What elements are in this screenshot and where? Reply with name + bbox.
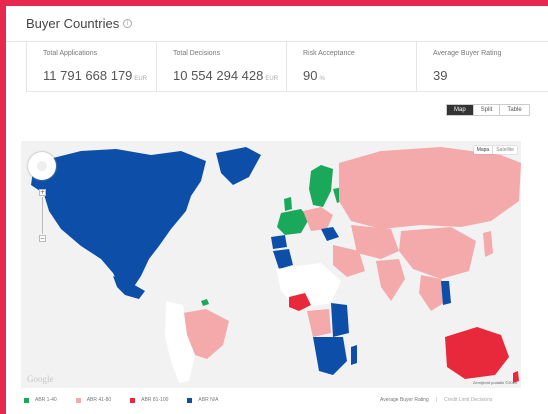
view-table-button[interactable]: Table bbox=[499, 105, 529, 115]
country-new-zealand[interactable] bbox=[513, 371, 519, 383]
zoom-out-button[interactable]: − bbox=[39, 235, 46, 242]
country-iberia[interactable] bbox=[271, 235, 287, 249]
legend-swatch bbox=[24, 397, 29, 403]
country-australia[interactable] bbox=[445, 327, 509, 379]
country-south-america-west[interactable] bbox=[165, 301, 195, 383]
page-title: Buyer Countries bbox=[26, 16, 120, 31]
country-western-europe[interactable] bbox=[277, 209, 309, 235]
metric-average-buyer-rating-link[interactable]: Average Buyer Rating bbox=[380, 397, 429, 403]
country-scandinavia[interactable] bbox=[309, 165, 333, 207]
legend-label: ABR 41-80 bbox=[86, 397, 112, 403]
view-toggle: Map Split Table bbox=[446, 104, 530, 116]
info-icon[interactable]: i bbox=[123, 19, 133, 28]
country-eastern-europe[interactable] bbox=[321, 227, 339, 241]
metric-credit-limit-decisions-link[interactable]: Credit Limit Decisions bbox=[444, 397, 493, 403]
stat-value: 90% bbox=[303, 68, 325, 83]
country-north-america[interactable] bbox=[41, 149, 206, 291]
legend-item-abr-1-40: ABR 1-40 bbox=[24, 397, 57, 403]
stat-average-buyer-rating: Average Buyer Rating 39 bbox=[416, 42, 546, 91]
view-split-button[interactable]: Split bbox=[472, 105, 500, 115]
country-central-europe[interactable] bbox=[303, 207, 333, 231]
metric-switch: Average Buyer Rating | Credit Limit Deci… bbox=[380, 397, 493, 403]
country-russia[interactable] bbox=[339, 147, 521, 229]
country-greenland[interactable] bbox=[216, 147, 261, 185]
map-canvas[interactable] bbox=[21, 141, 521, 388]
country-southeast-asia[interactable] bbox=[419, 275, 447, 311]
stat-label: Total Applications bbox=[43, 50, 98, 57]
stat-label: Risk Acceptance bbox=[303, 50, 355, 57]
zoom-in-button[interactable]: + bbox=[39, 189, 46, 196]
zoom-slider[interactable] bbox=[42, 197, 43, 234]
country-vietnam[interactable] bbox=[441, 281, 451, 305]
map-type-control: Mapa Satellite bbox=[473, 146, 517, 154]
country-uk[interactable] bbox=[284, 197, 292, 211]
country-japan[interactable] bbox=[483, 231, 493, 257]
legend-swatch bbox=[130, 397, 136, 403]
country-middle-east[interactable] bbox=[333, 245, 365, 277]
country-nigeria[interactable] bbox=[289, 293, 311, 311]
country-east-africa[interactable] bbox=[331, 303, 349, 337]
view-map-button[interactable]: Map bbox=[447, 105, 473, 115]
country-north-africa[interactable] bbox=[273, 249, 293, 269]
country-brazil[interactable] bbox=[183, 309, 229, 359]
country-southern-africa[interactable] bbox=[313, 337, 347, 375]
country-madagascar[interactable] bbox=[351, 345, 357, 365]
map-legend: ABR 1-40 ABR 41-80 ABR 81-100 ABR N/A bbox=[24, 397, 237, 403]
legend-label: ABR 1-40 bbox=[35, 397, 57, 403]
stat-value: 39 bbox=[433, 68, 448, 83]
legend-item-abr-na: ABR N/A bbox=[187, 397, 218, 403]
panel-header: Buyer Countries i bbox=[6, 6, 548, 42]
map-pan-icon[interactable] bbox=[28, 152, 56, 180]
stat-label: Total Decisions bbox=[173, 50, 221, 57]
country-mexico[interactable] bbox=[113, 276, 145, 299]
country-colombia[interactable] bbox=[201, 299, 209, 306]
map-attribution[interactable]: Zemljevid podatki ©2014 bbox=[472, 380, 517, 385]
country-central-asia[interactable] bbox=[351, 225, 399, 259]
legend-item-abr-41-80: ABR 41-80 bbox=[75, 397, 112, 403]
stat-unit: EUR bbox=[265, 76, 279, 82]
legend-swatch bbox=[75, 397, 81, 403]
google-logo: Google bbox=[27, 374, 54, 384]
stat-label: Average Buyer Rating bbox=[433, 50, 502, 57]
country-central-africa[interactable] bbox=[307, 309, 331, 337]
stat-unit: % bbox=[319, 76, 325, 82]
world-map[interactable]: Mapa Satellite + − Google Zemljevid poda… bbox=[21, 141, 521, 388]
metric-separator: | bbox=[435, 397, 438, 403]
country-india[interactable] bbox=[376, 259, 405, 301]
map-type-satellite-button[interactable]: Satellite bbox=[492, 146, 517, 154]
country-china[interactable] bbox=[399, 227, 476, 279]
legend-label: ABR 81-100 bbox=[141, 397, 169, 403]
legend-item-abr-81-100: ABR 81-100 bbox=[130, 397, 168, 403]
legend-swatch bbox=[187, 397, 193, 403]
map-type-map-button[interactable]: Mapa bbox=[476, 147, 490, 153]
stat-unit: EUR bbox=[134, 76, 148, 82]
stat-risk-acceptance: Risk Acceptance 90% bbox=[286, 42, 416, 91]
legend-label: ABR N/A bbox=[198, 397, 219, 403]
